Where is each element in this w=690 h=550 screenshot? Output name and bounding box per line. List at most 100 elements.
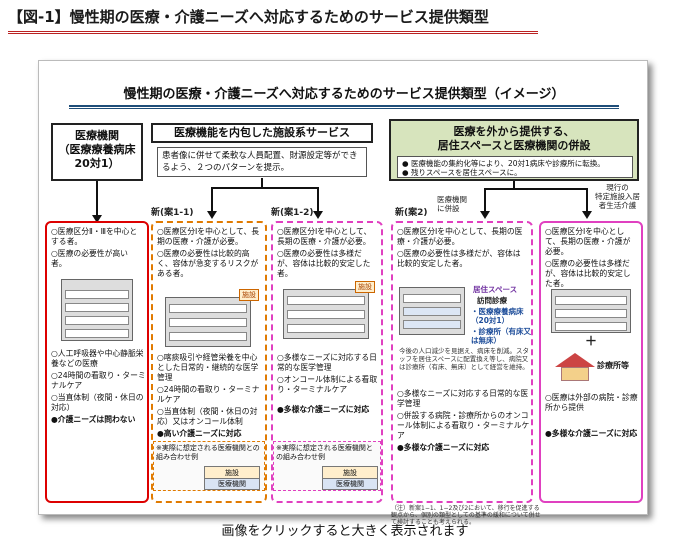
col2-item: ○当直体制（夜間・休日の対応）又はオンコール体制: [157, 407, 258, 426]
building-floor: [169, 332, 247, 341]
building-floor: [169, 318, 247, 327]
building-floor: [65, 303, 129, 312]
building-floor: [287, 296, 365, 305]
col2-item: ○医療の必要性は比較的高く、容体が急変するリスクがある者。: [157, 249, 259, 278]
column-case-2: ○医療区分Ⅰを中心として、長期の医療・介護が必要。 ○医療の必要性は多様だが、容…: [391, 221, 533, 503]
combo-medical: 医療機関: [322, 478, 378, 490]
external-note-2: ● 残りスペースを居住スペースに。: [402, 168, 522, 177]
connector-right-bar: [484, 188, 588, 190]
header-external-care-notes: ● 医療機能の集約化等により、20対1病床や診療所に転換。 ● 残りスペースを居…: [397, 156, 633, 178]
column-current-type: ○医療区分Ⅰを中心として、長期の医療・介護が必要。 ○医療の必要性は多様だが、容…: [539, 221, 643, 503]
col4-lower: ○多様なニーズに対応する日常的な医学管理 ○併設する病院・診療所からのオンコール…: [397, 389, 531, 455]
col5-item: ○医療区分Ⅰを中心として、長期の医療・介護が必要。: [545, 227, 631, 256]
home-visit-label: 訪問診療: [477, 296, 507, 305]
col5-lower: ○医療は外部の病院・診療所から提供 ●多様な介護ニーズに対応: [545, 393, 641, 441]
case-label-1-1: 新(案1-1): [151, 208, 194, 218]
facility-tag: 施設: [239, 289, 259, 301]
col3-item: ○医療区分Ⅰを中心として、長期の医療・介護が必要。: [277, 227, 372, 246]
col2-item: ○24時間の看取り・ターミナルケア: [157, 385, 260, 404]
col3-item: ○多様なニーズに対応する日常的な医学管理: [277, 353, 377, 372]
title-underline: [8, 31, 538, 34]
enlarge-caption[interactable]: 画像をクリックすると大きく表示されます: [221, 524, 469, 539]
facility-building-illustration: [283, 289, 369, 339]
building-floor: [403, 307, 461, 316]
page-title: 【図-1】慢性期の医療・介護ニーズへ対応するためのサービス提供類型: [8, 8, 489, 26]
combination-example-box-1: ※実際に想定される医療機関との組み合わせ例 施設 医療機関: [153, 441, 265, 491]
col4-item: ○医療の必要性は多様だが、容体は比較的安定した者。: [397, 249, 521, 268]
header-external-care-title: 医療を外から提供する、 居住スペースと医療機関の併設: [437, 125, 591, 152]
hospital-with-residence-illustration: [399, 287, 465, 335]
col1-item: ●介護ニーズは問わない: [51, 415, 136, 424]
col2-item: ○医療区分Ⅰを中心として、長期の医療・介護が必要。: [157, 227, 260, 246]
building-floor: [169, 304, 247, 313]
connector-mid: [261, 178, 263, 188]
col1-item: ○人工呼吸器や中心静脈栄養などの医療: [51, 349, 144, 368]
header-facility-service: 医療機能を内包した施設系サービス: [151, 123, 373, 143]
arrow-right-b: [582, 211, 592, 219]
connector-right: [513, 181, 515, 189]
col2-item: ●高い介護ニーズに対応: [157, 429, 242, 438]
header-medical-institution: 医療機関 （医療療養病床 20対1）: [51, 123, 143, 181]
combination-example-text: ※実際に想定される医療機関との組み合わせ例: [276, 444, 373, 461]
col3-item: ●多様な介護ニーズに対応: [277, 405, 370, 414]
col3-lower: ○多様なニーズに対応する日常的な医学管理 ○オンコール体制による看取り・ターミナ…: [277, 353, 381, 417]
col3-item: ○医療の必要性は多様だが、容体は比較的安定した者。: [277, 249, 371, 278]
col4-item: ●多様な介護ニーズに対応: [397, 443, 490, 452]
building-floor: [65, 290, 129, 299]
facility-tag: 施設: [355, 281, 375, 293]
col1-lower: ○人工呼吸器や中心静脈栄養などの医療 ○24時間の看取り・ターミナルケア ○当直…: [51, 349, 147, 427]
external-note-1-text: 医療機能の集約化等により、20対1病床や診療所に転換。: [410, 159, 605, 168]
figure-title-rule: [69, 105, 619, 107]
col1-item: ○当直体制（夜間・休日の対応）: [51, 393, 144, 412]
clinic-label: ・診療所（有床又は無床）: [471, 327, 531, 345]
label-hospital-attached: 医療機関 に併設: [437, 195, 467, 213]
combination-example-1-1: [151, 505, 267, 509]
col4-item: ○医療区分Ⅰを中心として、長期の医療・介護が必要。: [397, 227, 523, 246]
clinic-label: 診療所等: [597, 361, 629, 370]
col1-item: ○24時間の看取り・ターミナルケア: [51, 371, 146, 390]
building-floor: [65, 316, 129, 325]
ward-label: ・医療療養病床（20対1）: [471, 307, 524, 325]
connector-right-b: [586, 188, 588, 215]
arrow-mid-a: [207, 211, 217, 219]
building-floor: [555, 322, 627, 331]
connector-mid-a: [211, 187, 213, 215]
col3-item: ○オンコール体制による看取り・ターミナルケア: [277, 375, 378, 394]
case-label-1-2: 新(案1-2): [271, 208, 314, 218]
arrow-left: [92, 215, 102, 223]
connector-mid-b: [317, 187, 319, 215]
building-floor: [287, 310, 365, 319]
connector-left: [96, 181, 98, 219]
residence-space-label: 居住スペース: [473, 285, 518, 294]
hospital-building-illustration: [61, 279, 133, 341]
building-floor: [403, 294, 461, 303]
figure-image[interactable]: 慢性期の医療・介護ニーズへ対応するためのサービス提供類型（イメージ） 医療機関 …: [38, 60, 648, 526]
building-floor: [555, 296, 627, 305]
building-floor: [287, 324, 365, 333]
residence-building-illustration: [551, 289, 631, 333]
footnote: （注）新案1−1、1−2及び2において、移行を促進する観点から、個別の類型として…: [391, 505, 541, 526]
col1-item: ○医療の必要性が高い者。: [51, 249, 128, 268]
plus-sign: ＋: [585, 334, 598, 348]
col4-item: ○併設する病院・診療所からのオンコール体制による看取り・ターミナルケア: [397, 411, 530, 440]
col5-item: ○医療は外部の病院・診療所から提供: [545, 393, 638, 412]
combination-example-box-2: ※実際に想定される医療機関との組み合わせ例 施設 医療機関: [273, 441, 381, 491]
case-2-note: 今後の人口減少を見据え、病床を削減。スタッフを居住スペースに配置換え等し、病院又…: [399, 347, 529, 371]
connector-right-a: [484, 188, 486, 215]
col2-lower: ○喀痰吸引や経管栄養を中心とした日常的・継続的な医学管理 ○24時間の看取り・タ…: [157, 353, 265, 441]
building-floor: [555, 309, 627, 318]
figure-title: 慢性期の医療・介護ニーズへ対応するためのサービス提供類型（イメージ）: [123, 87, 565, 102]
combination-example-text: ※実際に想定される医療機関との組み合わせ例: [156, 444, 260, 461]
clinic-house-body: [561, 367, 589, 381]
building-floor: [403, 320, 461, 329]
external-note-2-text: 残りスペースを居住スペースに。: [410, 168, 522, 177]
building-floor: [65, 329, 129, 338]
clinic-house-icon: [555, 353, 595, 367]
col4-item: ○多様なニーズに対応する日常的な医学管理: [397, 389, 529, 408]
connector-mid-bar: [211, 187, 319, 189]
arrow-mid-b: [313, 211, 323, 219]
case-label-2: 新(案2): [395, 208, 428, 218]
column-medical-institution: ○医療区分Ⅱ・Ⅲを中心とする者。 ○医療の必要性が高い者。 ○人工呼吸器や中心静…: [45, 221, 149, 503]
combo-medical: 医療機関: [204, 478, 260, 490]
facility-building-illustration: [165, 297, 251, 347]
